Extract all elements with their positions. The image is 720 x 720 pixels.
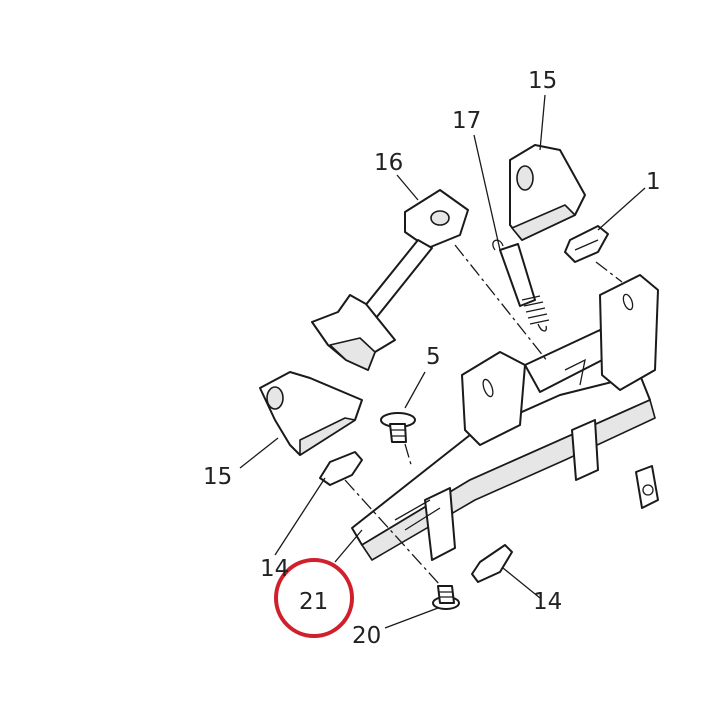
callout-21: 21	[299, 589, 328, 615]
part-17-spring	[492, 239, 550, 332]
callout-20: 20	[352, 623, 381, 649]
callout-15-left: 15	[203, 464, 232, 490]
alignment-lines	[344, 244, 623, 586]
part-15-hinge-top	[509, 144, 586, 241]
main-frame	[351, 274, 659, 561]
callout-14-left: 14	[260, 556, 289, 582]
part-5-bolt	[380, 412, 416, 443]
part-1-clip	[564, 225, 609, 263]
callout-1: 1	[646, 169, 661, 195]
part-14-clip-right	[471, 544, 513, 583]
part-14-clip-left	[319, 451, 363, 486]
part-15-hinge-left	[259, 371, 363, 456]
callout-14-right: 14	[533, 589, 562, 615]
part-16-lever	[311, 189, 469, 371]
leader-lines	[239, 94, 646, 629]
callout-16: 16	[374, 150, 403, 176]
callout-17: 17	[452, 108, 481, 134]
part-20-bolt	[432, 585, 460, 610]
highlight-ring	[274, 558, 354, 638]
callout-5: 5	[426, 344, 441, 370]
callout-15-top: 15	[528, 68, 557, 94]
